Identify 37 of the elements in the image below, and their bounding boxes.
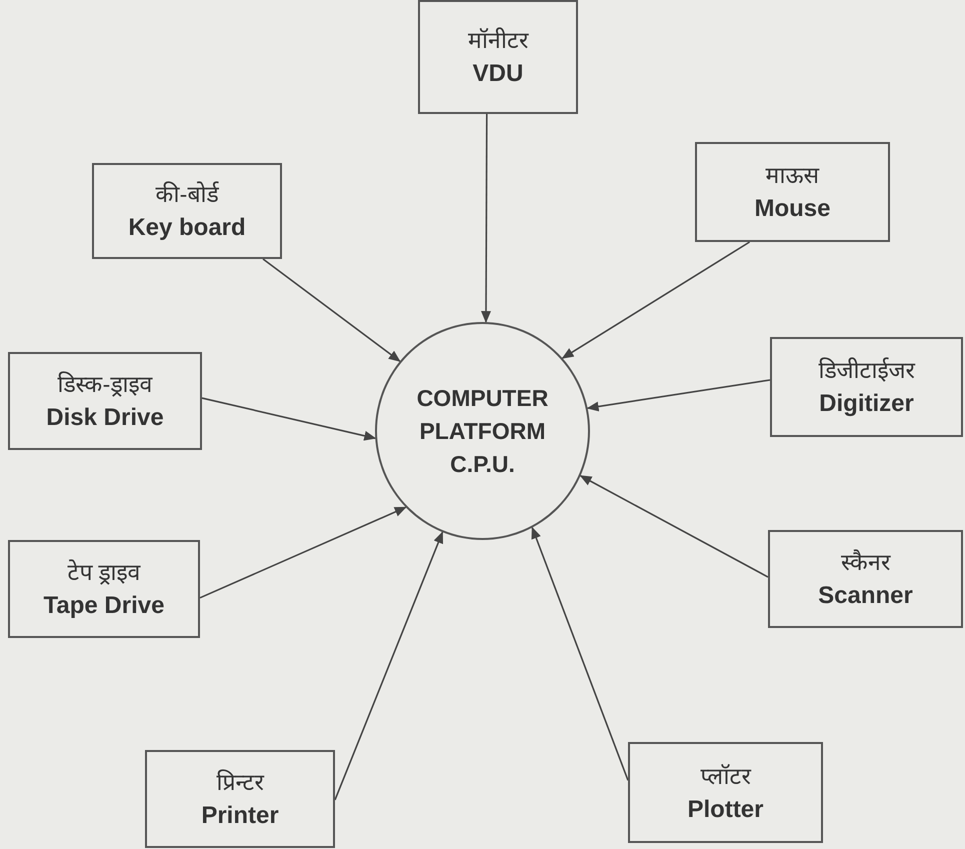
hindi-label: प्रिन्टर [216, 768, 264, 797]
english-label: Mouse [754, 194, 830, 224]
english-label: Plotter [687, 794, 764, 824]
arrow [586, 379, 770, 412]
english-label: Scanner [818, 581, 913, 611]
english-label: Printer [201, 801, 279, 831]
hindi-label: प्लॉटर [700, 762, 750, 790]
device-box [145, 750, 335, 848]
device-box [770, 337, 963, 437]
english-label: Tape Drive [44, 591, 164, 621]
hindi-label: टेप ड्राइव [67, 558, 141, 587]
device-box [8, 352, 202, 450]
english-label: Digitizer [819, 389, 914, 419]
device-box [768, 530, 963, 628]
device-box [418, 0, 578, 114]
arrow [200, 506, 407, 599]
hindi-label: मॉनीटर [468, 26, 528, 55]
english-label: Disk Drive [46, 403, 164, 433]
arrow [580, 475, 768, 578]
arrow [202, 397, 376, 441]
english-label: Key board [128, 213, 246, 243]
hindi-label: माऊस [766, 161, 820, 190]
arrow [262, 258, 401, 362]
device-box [628, 742, 823, 843]
hindi-label: डिस्क-ड्राइव [58, 370, 152, 399]
english-label: VDU [472, 59, 524, 89]
hindi-label: की-बोर्ड [156, 180, 218, 209]
arrow [334, 531, 444, 800]
device-box [695, 142, 890, 242]
hindi-label: डिजीटाईजर [818, 356, 914, 385]
arrow [481, 114, 491, 324]
arrow [531, 526, 629, 781]
arrow [562, 241, 750, 359]
device-box [8, 540, 200, 638]
hindi-label: स्कैनर [841, 548, 890, 577]
device-box [92, 163, 282, 259]
cpu-label: COMPUTER PLATFORM C.P.U. [416, 384, 550, 478]
